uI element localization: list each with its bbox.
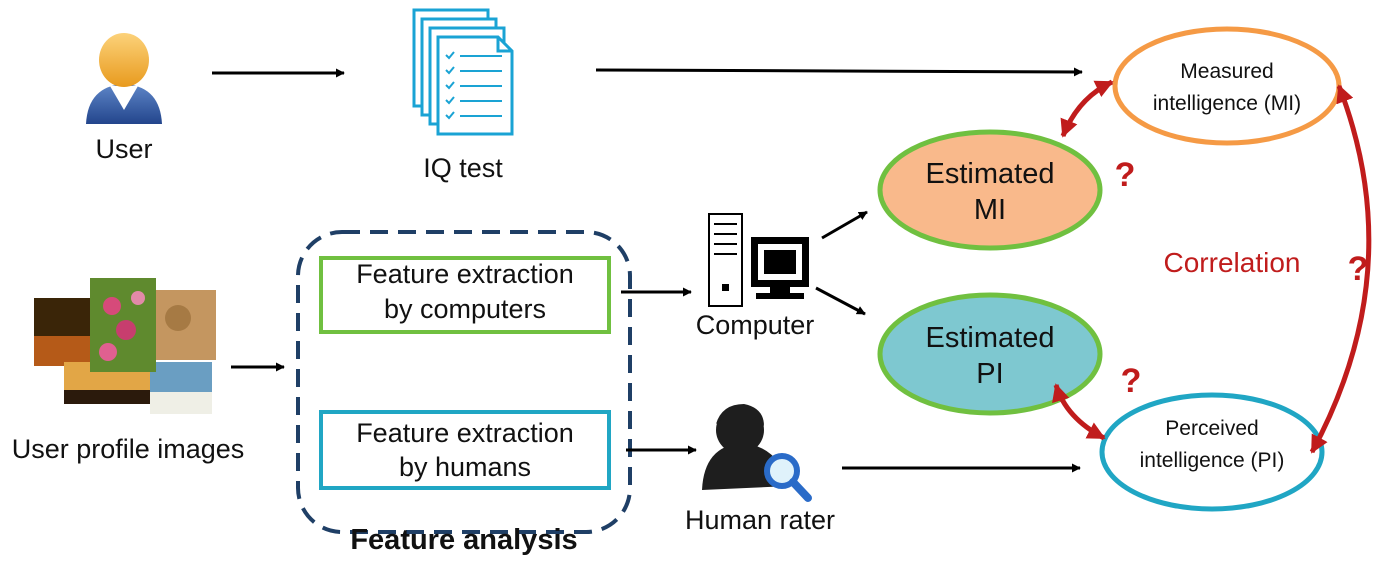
profile-images-label: User profile images xyxy=(12,434,245,464)
correlation-arrow-mi-pi xyxy=(1309,84,1372,454)
question-mark-mi: ? xyxy=(1115,156,1136,194)
feature-computers-line2: by computers xyxy=(384,294,546,324)
measured-intelligence-node xyxy=(1112,26,1342,146)
user-icon xyxy=(86,33,162,124)
human-rater-label: Human rater xyxy=(685,505,835,535)
estimated-mi-node xyxy=(877,129,1103,251)
arrow-computer-to-estimated-pi xyxy=(815,286,866,316)
measured-line1: Measured xyxy=(1180,60,1273,83)
feature-extraction-humans-box xyxy=(319,410,611,490)
correlation-arrow-pi xyxy=(1052,383,1106,441)
feature-computers-line1: Feature extraction xyxy=(356,259,574,289)
measured-line2: intelligence (MI) xyxy=(1153,92,1301,115)
perceived-line1: Perceived xyxy=(1165,417,1258,440)
correlation-label: Correlation xyxy=(1164,247,1301,278)
feature-humans-line2: by humans xyxy=(399,452,531,482)
estimated-mi-line1: Estimated xyxy=(926,158,1055,190)
correlation-arrow-mi xyxy=(1060,79,1114,138)
feature-analysis-label: Feature analysis xyxy=(350,524,577,556)
iq-test-label: IQ test xyxy=(423,153,503,183)
estimated-pi-node xyxy=(877,292,1103,416)
estimated-pi-line1: Estimated xyxy=(926,322,1055,354)
arrow-iq-to-measured xyxy=(595,67,1083,77)
profile-images-collage xyxy=(34,278,216,414)
magnifier-icon xyxy=(764,453,812,502)
computer-label: Computer xyxy=(696,310,815,340)
estimated-mi-line2: MI xyxy=(974,194,1006,226)
user-label: User xyxy=(95,134,152,164)
document-stack-icon xyxy=(412,8,514,136)
arrow-computer-to-estimated-mi xyxy=(821,210,868,240)
feature-analysis-group xyxy=(296,230,632,534)
feature-extraction-computers-box xyxy=(319,256,611,334)
perceived-line2: intelligence (PI) xyxy=(1140,449,1285,472)
computer-icon xyxy=(708,213,809,307)
feature-humans-line1: Feature extraction xyxy=(356,418,574,448)
question-mark-pi: ? xyxy=(1121,362,1142,400)
estimated-pi-line2: PI xyxy=(976,358,1003,390)
